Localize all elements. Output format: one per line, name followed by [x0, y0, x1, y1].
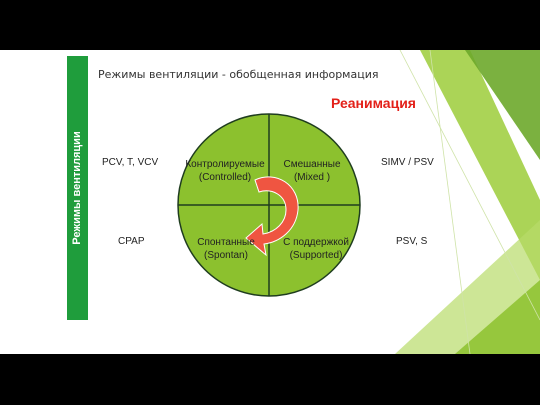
quadrant-spontaneous-sublabel: (Spontan): [204, 250, 248, 261]
right-top-modes: SIMV / PSV: [381, 157, 434, 168]
quadrant-spontaneous: Спонтанные (Spontan): [186, 236, 266, 262]
quadrant-mixed: Смешанные (Mixed ): [272, 158, 352, 184]
quadrant-controlled: Контролируемые (Controlled): [182, 158, 268, 184]
quadrant-supported-label: С поддержкой: [283, 237, 349, 248]
side-bar: [67, 56, 88, 320]
modes-circle-diagram: [177, 113, 361, 297]
quadrant-spontaneous-label: Спонтанные: [197, 237, 255, 248]
slide-subtitle: Реанимация: [331, 95, 416, 111]
slide-title: Режимы вентиляции - обобщенная информаци…: [98, 68, 379, 81]
quadrant-supported: С поддержкой (Supported): [276, 236, 356, 262]
quadrant-mixed-sublabel: (Mixed ): [293, 172, 331, 183]
quadrant-controlled-sublabel: (Controlled): [198, 172, 252, 183]
slide: Режимы вентиляции Режимы вентиляции - об…: [0, 50, 540, 354]
decorative-stripes: [395, 50, 540, 354]
left-bottom-modes: CPAP: [118, 236, 145, 247]
left-top-modes: PCV, T, VCV: [102, 157, 159, 168]
quadrant-mixed-label: Смешанные: [283, 159, 341, 170]
right-bottom-modes: PSV, S: [396, 236, 428, 247]
quadrant-controlled-label: Контролируемые: [185, 159, 265, 170]
cycle-arrow-icon: [245, 176, 299, 257]
quadrant-supported-sublabel: (Supported): [289, 250, 343, 261]
